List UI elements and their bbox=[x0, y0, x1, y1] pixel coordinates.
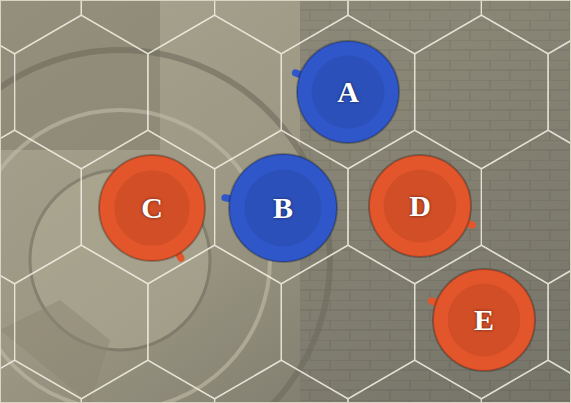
hex-cell bbox=[548, 15, 571, 169]
hex-cell bbox=[0, 130, 81, 284]
hex-cell bbox=[415, 15, 548, 169]
hex-cell bbox=[0, 360, 81, 403]
hex-cell bbox=[0, 245, 15, 399]
hex-cell bbox=[81, 360, 214, 403]
hex-cell bbox=[0, 15, 15, 169]
hex-cell bbox=[348, 130, 481, 284]
hex-cell bbox=[81, 130, 214, 284]
hex-cell bbox=[481, 0, 571, 54]
miniature-base: E bbox=[432, 268, 536, 372]
unit-letter: D bbox=[409, 191, 431, 221]
unit-letter: C bbox=[141, 193, 163, 223]
hex-cell bbox=[215, 360, 348, 403]
hex-cell bbox=[481, 130, 571, 284]
hex-cell bbox=[415, 245, 548, 399]
unit-letter: E bbox=[474, 305, 494, 335]
hex-cell bbox=[215, 130, 348, 284]
miniature-base: B bbox=[228, 153, 338, 263]
miniature-base: C bbox=[98, 154, 206, 262]
hex-cell bbox=[281, 245, 414, 399]
hex-cell bbox=[548, 245, 571, 399]
unit-letter: B bbox=[273, 193, 293, 223]
unit-letter: A bbox=[337, 77, 359, 107]
hex-cell bbox=[15, 15, 148, 169]
miniature-base: D bbox=[368, 154, 472, 258]
miniature-base: A bbox=[296, 40, 400, 144]
hex-cell bbox=[148, 15, 281, 169]
hex-cell bbox=[281, 15, 414, 169]
hex-cell bbox=[148, 245, 281, 399]
hex-cell bbox=[0, 0, 81, 54]
hex-cell bbox=[15, 245, 148, 399]
